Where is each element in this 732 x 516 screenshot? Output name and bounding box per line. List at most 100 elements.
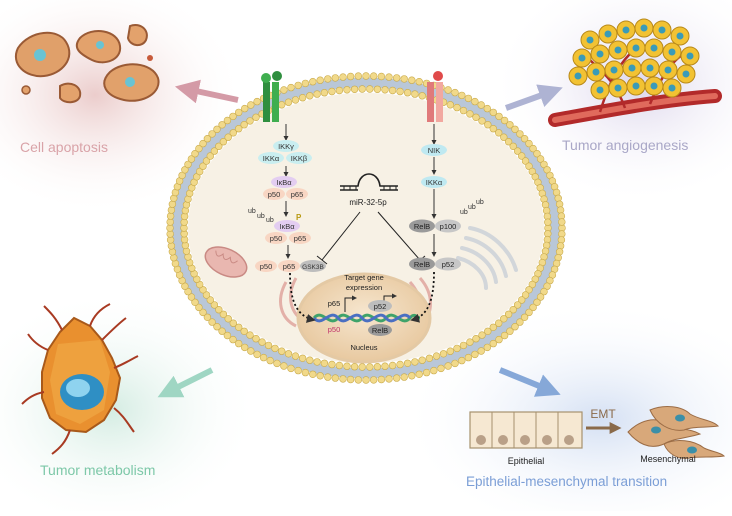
lipid-head <box>471 350 479 359</box>
p65-label: p65 <box>283 262 296 271</box>
p65-node <box>286 188 308 200</box>
lipid-head <box>477 347 485 355</box>
expression-label: expression <box>346 283 382 292</box>
lipid-head <box>331 74 339 82</box>
lipid-head <box>210 147 219 155</box>
lipid-head <box>536 293 545 301</box>
lipid-head <box>313 90 321 98</box>
lipid-head <box>458 91 466 100</box>
lipid-head <box>513 301 522 309</box>
lipid-head <box>229 129 238 137</box>
lipid-head <box>354 376 362 384</box>
lipid-head <box>439 350 448 358</box>
p50-label: p50 <box>260 262 273 271</box>
lipid-head <box>370 376 378 384</box>
lipid-head <box>453 344 461 353</box>
lipid-head <box>366 363 374 371</box>
lipid-head <box>533 298 541 306</box>
lipid-head <box>458 356 466 365</box>
lipid-head <box>489 339 497 348</box>
lipid-head <box>444 362 452 370</box>
tumor-angiogenesis-label: Tumor angiogenesis <box>562 137 688 153</box>
lipid-head <box>191 298 199 306</box>
lipid-head <box>301 79 310 88</box>
lipid-head <box>253 350 261 359</box>
p50-node <box>265 232 287 244</box>
lipid-head <box>477 101 485 109</box>
lipid-head <box>298 354 307 362</box>
lipid-head <box>206 152 215 160</box>
lipid-head <box>203 135 212 143</box>
ikk-gamma-label: IKKγ <box>278 142 294 151</box>
lipid-head <box>316 76 324 84</box>
lipid-head <box>167 242 176 250</box>
p50-label: p50 <box>270 234 283 243</box>
lipid-head <box>199 162 207 170</box>
lipid-head <box>520 313 529 321</box>
canonical-pathway: IKKγ IKKα IKKβ IκBα p50 p65 ub ub ub P I… <box>248 124 326 323</box>
lipid-head <box>247 347 255 355</box>
lipid-head <box>294 366 302 375</box>
lipid-head <box>229 335 237 344</box>
lipid-head <box>241 343 249 352</box>
lipid-head <box>219 138 228 146</box>
lipid-head <box>444 86 452 94</box>
relb-label: RelB <box>372 326 388 335</box>
ikk-beta-label: IKKβ <box>291 154 308 163</box>
lipid-head <box>208 318 216 326</box>
relb-label: RelB <box>414 222 430 231</box>
ub-label: ub <box>266 217 274 224</box>
lipid-head <box>400 75 408 83</box>
lipid-head <box>346 375 355 384</box>
lipid-head <box>187 155 196 163</box>
lipid-head <box>223 116 232 125</box>
ikk-alpha-label: IKKα <box>263 154 280 163</box>
lipid-head <box>218 327 226 335</box>
lipid-head <box>246 117 254 125</box>
lipid-head <box>235 124 243 133</box>
lipid-head <box>403 359 412 367</box>
mirna-hairpin: miR-32-5p <box>340 173 398 207</box>
lipid-head <box>446 347 454 355</box>
lipid-head <box>358 85 366 93</box>
ub-label: ub <box>248 208 256 215</box>
p50-node <box>263 188 285 200</box>
lipid-head <box>396 87 404 96</box>
lipid-head <box>381 86 389 94</box>
lipid-head <box>466 110 474 118</box>
p50-label: p50 <box>268 190 281 199</box>
lipid-head <box>202 291 211 299</box>
lipid-head <box>343 86 351 94</box>
lipid-head <box>280 86 288 94</box>
ikb-alpha-node <box>274 220 300 232</box>
lipid-head <box>521 291 530 299</box>
lipid-head <box>529 303 537 312</box>
outcome-arrows <box>157 79 563 398</box>
lipid-head <box>506 327 514 335</box>
lipid-head <box>511 323 519 331</box>
lipid-head <box>478 117 486 125</box>
lipid-head <box>500 133 508 141</box>
emt-arrow-label: EMT <box>590 407 616 421</box>
lipid-head <box>253 97 261 106</box>
lipid-head <box>403 88 412 97</box>
lipid-head <box>393 74 401 82</box>
ikb-alpha-node <box>271 176 297 188</box>
lipid-head <box>557 236 566 244</box>
tumor-metabolism-illustration <box>21 303 139 455</box>
lipid-head <box>324 373 332 381</box>
lipid-head <box>504 310 513 318</box>
lipid-head <box>451 359 459 368</box>
lipid-head <box>418 356 426 364</box>
lipid-head <box>215 142 223 151</box>
lipid-head <box>203 313 212 321</box>
lipid-head <box>370 72 378 80</box>
lipid-head <box>533 150 541 158</box>
lipid-head <box>466 338 474 346</box>
ikk-gamma-node <box>273 140 299 152</box>
lipid-head <box>411 358 419 366</box>
left-receptor <box>261 71 282 122</box>
lipid-head <box>459 341 468 350</box>
lipid-head <box>324 75 332 83</box>
